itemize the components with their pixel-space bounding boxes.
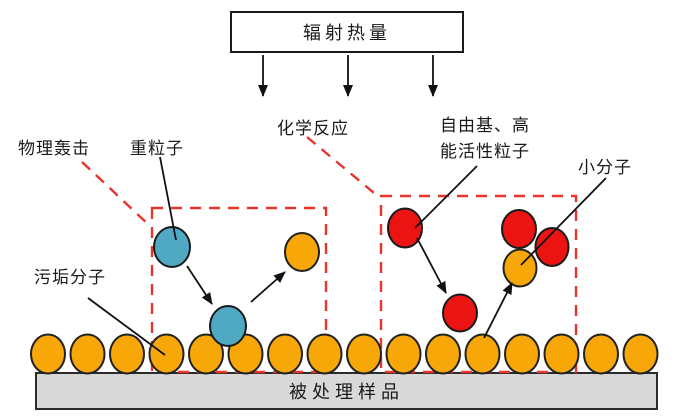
ejected-molecule-circle xyxy=(284,232,320,272)
dirt-molecule-circle xyxy=(69,333,106,375)
dirt-molecule-circle xyxy=(109,333,145,375)
dirt-molecule-circle xyxy=(543,333,580,375)
heavy-particle-circle xyxy=(153,226,191,268)
dirt-molecule-circle xyxy=(464,333,501,375)
heavy-particle-impact-circle xyxy=(209,305,247,347)
radical-impact-arrow xyxy=(416,237,447,294)
heavy-particle-impact-arrow xyxy=(186,265,213,305)
dirt-molecule-circle xyxy=(188,333,224,375)
radical-impact-circle xyxy=(442,293,478,333)
dirt-molecule-row xyxy=(30,333,659,375)
dirt-molecule-circle xyxy=(306,333,343,375)
physical-bombardment-dashed-leader xyxy=(81,161,151,227)
dirt-molecule-leader-line xyxy=(87,297,166,356)
heavy-particle-leader-line xyxy=(159,156,177,241)
small-molecule-leader-line xyxy=(520,177,607,266)
dirt-molecule-circle xyxy=(267,333,303,375)
dirt-molecule-circle xyxy=(425,333,461,375)
radical-cluster-circle xyxy=(534,227,570,267)
dirt-molecule-circle xyxy=(622,333,659,375)
dirt-molecule-circle xyxy=(346,333,382,375)
radical-circle xyxy=(387,207,423,249)
dirt-molecule-circle xyxy=(583,333,619,375)
dirt-molecule-circle xyxy=(385,333,422,375)
radical-cluster-circle xyxy=(501,209,537,249)
sample-bar-label: 被处理样品 xyxy=(289,382,404,402)
radicals-leader-line xyxy=(414,165,478,229)
ejected-molecule-arrow xyxy=(250,271,286,303)
chemical-reaction-region-box xyxy=(379,194,578,374)
dirt-molecule-circle xyxy=(504,333,540,375)
sample-bar: 被处理样品 xyxy=(35,372,658,410)
dirt-molecule-circle xyxy=(30,333,66,375)
dirt-molecule-circle xyxy=(148,333,185,375)
small-molecule-release-arrow xyxy=(483,282,513,339)
chemical-reaction-dashed-leader xyxy=(306,136,381,199)
